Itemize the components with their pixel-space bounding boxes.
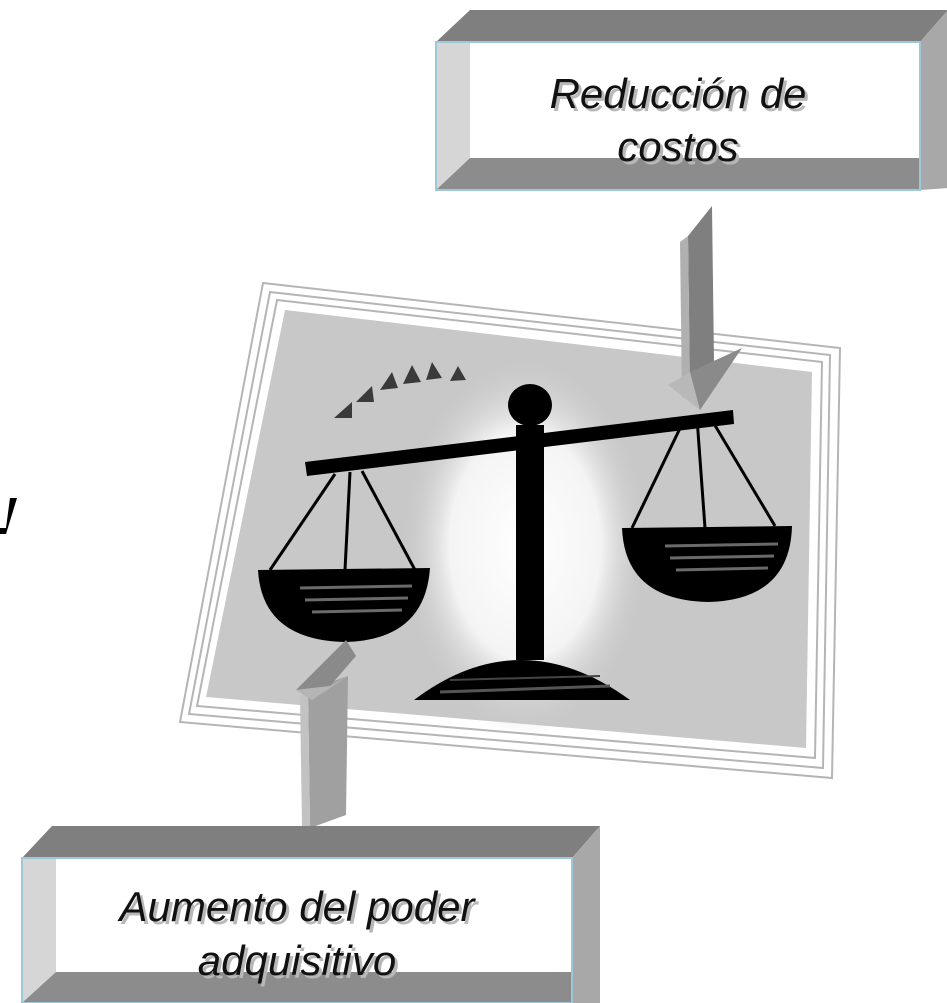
down-arrow-icon bbox=[668, 206, 742, 410]
scale-pillar bbox=[516, 425, 544, 660]
top-box-line1-shadow: Reducción de bbox=[553, 73, 810, 120]
top-box-line2: costos bbox=[617, 123, 738, 170]
partial-glyph-mark bbox=[0, 498, 17, 534]
bottom-box-line1: Aumento del poder bbox=[117, 883, 477, 930]
top-box-line1: Reducción de bbox=[550, 70, 807, 117]
picture-frame-line-3 bbox=[195, 298, 824, 760]
bottom-box-line1-shadow: Aumento del poder bbox=[120, 886, 480, 933]
triangle-arc-icon bbox=[334, 362, 466, 418]
balance-scale-picture bbox=[178, 281, 842, 780]
top-label-box: Reducción de Reducción de costos costos bbox=[435, 10, 947, 191]
up-arrow-icon bbox=[296, 640, 356, 828]
bottom-label-box: Aumento del poder Aumento del poder adqu… bbox=[21, 826, 600, 1003]
scale-knob bbox=[508, 384, 552, 426]
scale-icon bbox=[258, 384, 792, 700]
bottom-box-line2-shadow: adquisitivo bbox=[201, 940, 399, 987]
top-box-line2-shadow: costos bbox=[620, 126, 741, 173]
bottom-box-line2: adquisitivo bbox=[198, 937, 396, 984]
picture-frame-line-2 bbox=[187, 290, 832, 770]
